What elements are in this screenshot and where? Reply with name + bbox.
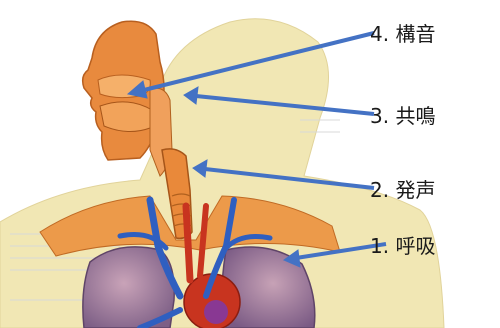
label-phonation: 2. 発声 <box>370 173 496 207</box>
label-resonance: 3. 共鳴 <box>370 99 496 133</box>
oral-cavity <box>100 102 152 132</box>
label-respiration: 1. 呼吸 <box>370 229 496 263</box>
label-articulation: 4. 構音 <box>370 17 496 51</box>
